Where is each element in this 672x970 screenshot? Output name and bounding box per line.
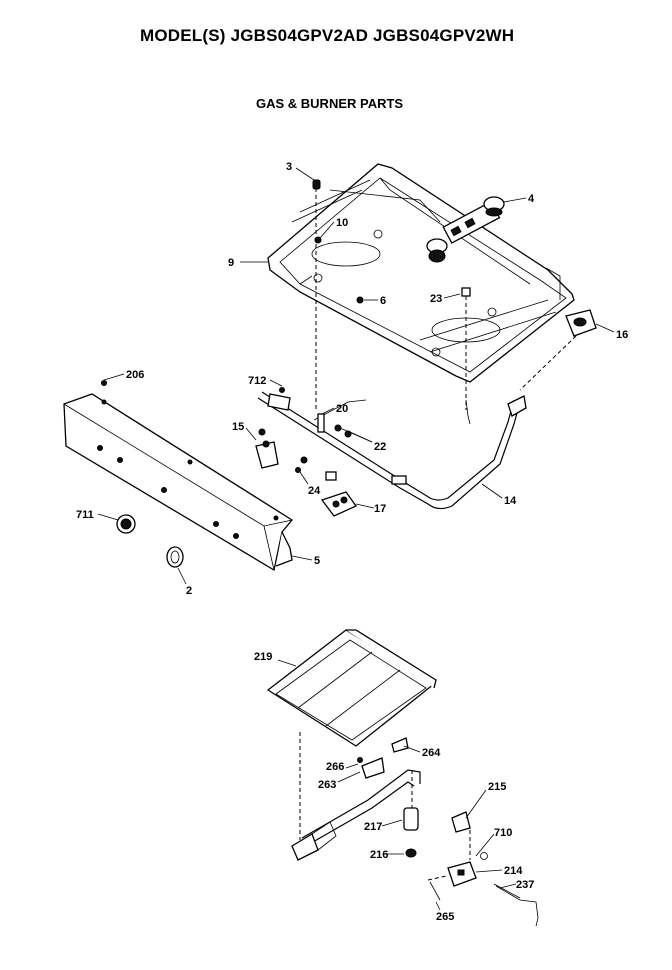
- callout-219: 219: [254, 651, 272, 663]
- burner-ignitor-assembly: [426, 196, 505, 263]
- callout-214: 214: [504, 865, 523, 877]
- section-subtitle: GAS & BURNER PARTS: [256, 96, 404, 111]
- burner-baffle: [266, 629, 437, 747]
- callout-14: 14: [504, 495, 517, 507]
- callout-20: 20: [336, 403, 348, 415]
- leader-lines: [97, 167, 615, 911]
- burner-box-frame: [267, 163, 575, 383]
- callout-711: 711: [76, 509, 94, 521]
- manifold-pipe: [257, 391, 527, 510]
- oven-burner-tube: [291, 737, 421, 861]
- callout-264: 264: [422, 747, 441, 759]
- valve-assembly-lower: [403, 807, 539, 927]
- callout-712: 712: [248, 375, 266, 387]
- callout-3: 3: [286, 161, 292, 173]
- callout-23: 23: [430, 293, 442, 305]
- callout-5: 5: [314, 555, 320, 567]
- callout-216: 216: [370, 849, 388, 861]
- callout-263: 263: [318, 779, 336, 791]
- callout-265: 265: [436, 911, 454, 923]
- callout-6: 6: [380, 295, 386, 307]
- callout-9: 9: [228, 257, 234, 269]
- callout-2: 2: [186, 585, 192, 597]
- callout-217: 217: [364, 821, 382, 833]
- callout-16: 16: [616, 329, 628, 341]
- callout-22: 22: [374, 441, 386, 453]
- callout-206: 206: [126, 369, 144, 381]
- knob-parts: [101, 380, 184, 568]
- valve-and-orifice-parts: [255, 387, 471, 517]
- callout-24: 24: [308, 485, 321, 497]
- callout-266: 266: [326, 761, 344, 773]
- callout-15: 15: [232, 421, 244, 433]
- page-title: MODEL(S) JGBS04GPV2AD JGBS04GPV2WH: [140, 26, 515, 45]
- callout-10: 10: [336, 217, 348, 229]
- callout-4: 4: [528, 193, 535, 205]
- control-panel: [63, 393, 293, 572]
- callout-710: 710: [494, 827, 512, 839]
- callout-215: 215: [488, 781, 506, 793]
- callout-17: 17: [374, 503, 386, 515]
- callout-237: 237: [516, 879, 534, 891]
- part-callouts: 3 4 10 9 6 23 16 206 712 20 15 22 24 17 …: [76, 161, 628, 923]
